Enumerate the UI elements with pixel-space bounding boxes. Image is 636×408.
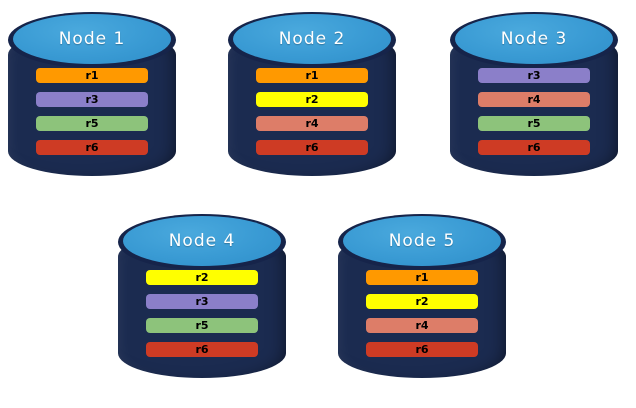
node-label: Node 2 xyxy=(278,29,346,49)
node-label: Node 4 xyxy=(168,231,236,251)
cylinder-top-ellipse xyxy=(233,14,391,64)
replica-bar-r6[interactable]: r6 xyxy=(146,342,258,357)
replica-bar-r6[interactable]: r6 xyxy=(256,140,368,155)
replica-label: r2 xyxy=(305,93,319,106)
replica-label: r6 xyxy=(195,343,209,356)
replica-bar-r5[interactable]: r5 xyxy=(478,116,590,131)
cylinder-top-ellipse xyxy=(343,216,501,266)
replica-bar-r6[interactable]: r6 xyxy=(478,140,590,155)
replica-list: r1 r3 r5 r6 xyxy=(36,68,148,155)
replica-label: r1 xyxy=(415,271,429,284)
replica-label: r2 xyxy=(415,295,429,308)
replica-label: r2 xyxy=(195,271,209,284)
replica-label: r1 xyxy=(305,69,319,82)
replica-label: r4 xyxy=(415,319,429,332)
replica-bar-r1[interactable]: r1 xyxy=(36,68,148,83)
replica-bar-r4[interactable]: r4 xyxy=(366,318,478,333)
database-node-4[interactable]: Node 4 r2 r3 r5 r6 xyxy=(118,208,286,394)
cylinder-top-ellipse xyxy=(455,14,613,64)
replica-bar-r6[interactable]: r6 xyxy=(36,140,148,155)
replica-bar-r1[interactable]: r1 xyxy=(256,68,368,83)
database-node-5[interactable]: Node 5 r1 r2 r4 r6 xyxy=(338,208,506,394)
replica-bar-r4[interactable]: r4 xyxy=(478,92,590,107)
database-node-2[interactable]: Node 2 r1 r2 r4 r6 xyxy=(228,6,396,192)
database-node-3[interactable]: Node 3 r3 r4 r5 r6 xyxy=(450,6,618,192)
replica-list: r1 r2 r4 r6 xyxy=(256,68,368,155)
replica-label: r5 xyxy=(85,117,99,130)
cylinder-top-ellipse xyxy=(123,216,281,266)
replica-label: r5 xyxy=(195,319,209,332)
replica-bar-r5[interactable]: r5 xyxy=(36,116,148,131)
replica-list: r3 r4 r5 r6 xyxy=(478,68,590,155)
replica-label: r4 xyxy=(305,117,319,130)
replica-label: r5 xyxy=(527,117,541,130)
database-node-1[interactable]: Node 1 r1 r3 r5 r6 xyxy=(8,6,176,192)
replica-bar-r2[interactable]: r2 xyxy=(256,92,368,107)
replica-label: r6 xyxy=(305,141,319,154)
node-label: Node 3 xyxy=(500,29,568,49)
replica-bar-r3[interactable]: r3 xyxy=(478,68,590,83)
replica-list: r1 r2 r4 r6 xyxy=(366,270,478,357)
replica-bar-r6[interactable]: r6 xyxy=(366,342,478,357)
replica-label: r3 xyxy=(195,295,209,308)
replica-list: r2 r3 r5 r6 xyxy=(146,270,258,357)
replica-label: r6 xyxy=(527,141,541,154)
replica-label: r6 xyxy=(85,141,99,154)
node-label: Node 1 xyxy=(58,29,126,49)
replica-label: r6 xyxy=(415,343,429,356)
replica-bar-r4[interactable]: r4 xyxy=(256,116,368,131)
replica-bar-r3[interactable]: r3 xyxy=(146,294,258,309)
node-label: Node 5 xyxy=(388,231,456,251)
replica-label: r3 xyxy=(85,93,99,106)
replica-bar-r1[interactable]: r1 xyxy=(366,270,478,285)
replica-label: r1 xyxy=(85,69,99,82)
replica-bar-r3[interactable]: r3 xyxy=(36,92,148,107)
replica-bar-r2[interactable]: r2 xyxy=(366,294,478,309)
replica-bar-r2[interactable]: r2 xyxy=(146,270,258,285)
cylinder-top-ellipse xyxy=(13,14,171,64)
replica-label: r4 xyxy=(527,93,541,106)
replica-label: r3 xyxy=(527,69,541,82)
replica-bar-r5[interactable]: r5 xyxy=(146,318,258,333)
